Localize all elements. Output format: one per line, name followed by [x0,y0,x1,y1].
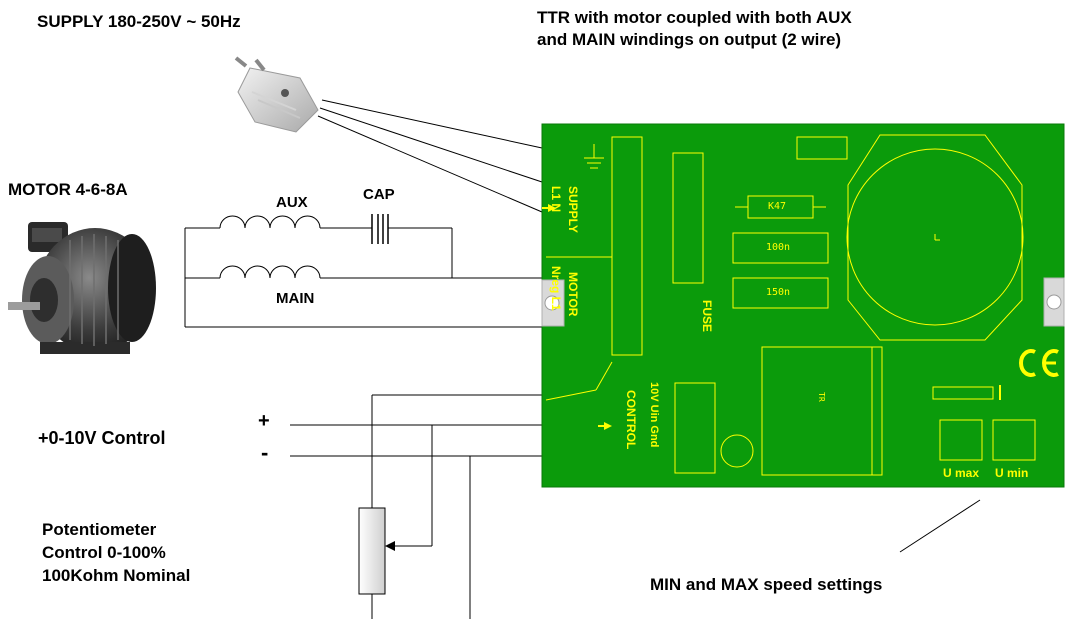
speed-pointer-line [899,499,981,553]
motor-windings [184,214,542,328]
transformer-label: TR [817,392,826,402]
control-label: +0-10V Control [38,428,166,448]
electric-motor-icon [8,222,156,354]
control-board-label: CONTROL [624,390,638,450]
supply-label: SUPPLY 180-250V ~ 50Hz [37,12,241,31]
cap-label: CAP [363,186,395,203]
ce-mark-icon [1019,349,1059,377]
potentiometer-label-2: Control 0-100% [42,543,166,562]
capacitor-100n-label: 100n [766,242,791,253]
title-line-2: and MAIN windings on output (2 wire) [537,30,842,49]
supply-terminals-label: L1 N [549,186,563,213]
aux-label: AUX [276,194,308,211]
capacitor-150n-label: 150n [766,287,791,298]
title-line-1: TTR with motor coupled with both AUX [537,8,852,27]
plus-label: + [258,410,270,432]
controller-board [541,123,1065,488]
umax-label: U max [943,466,980,480]
potentiometer-label-3: 100Kohm Nominal [42,566,191,585]
potentiometer-icon [358,507,395,595]
motor-board-label: MOTOR [566,272,580,317]
speed-settings-label: MIN and MAX speed settings [650,575,883,594]
umin-label: U min [995,466,1029,480]
resistor-k47-label: K47 [768,201,787,212]
control-terminals-label: 10V Uin Gnd [648,382,660,448]
main-label: MAIN [276,290,315,307]
motor-label: MOTOR 4-6-8A [8,180,128,199]
potentiometer-label-1: Potentiometer [42,520,157,539]
minus-label: - [261,440,269,465]
motor-terminals-label: Nreg L1 [549,266,563,311]
supply-wires [317,99,543,213]
power-plug-icon [234,56,319,133]
control-wiring [290,394,542,619]
fuse-label: FUSE [700,300,714,333]
supply-board-label: SUPPLY [566,186,580,233]
